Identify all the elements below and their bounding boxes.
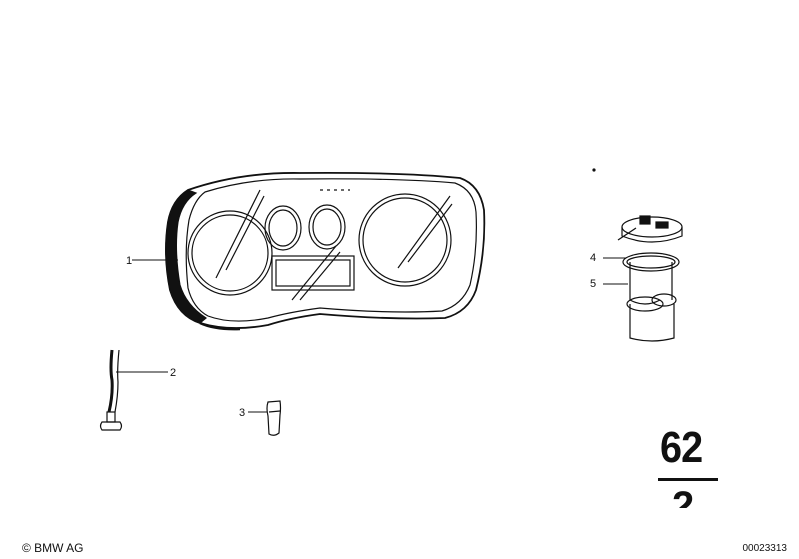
document-number: 00023313 [742, 543, 788, 554]
group-number: 62 [660, 423, 703, 472]
instrument-cluster-part [132, 171, 486, 331]
callout-1: 1 [126, 255, 133, 267]
callout-3: 3 [239, 407, 246, 419]
bulb-holder-part [603, 215, 683, 272]
group-divider [658, 478, 718, 481]
bulb-part [603, 262, 677, 342]
speck-mark [592, 168, 596, 172]
callout-5: 5 [590, 278, 597, 290]
callout-2: 2 [170, 367, 177, 379]
cable-part [99, 349, 168, 431]
copyright-notice: © BMW AG [22, 541, 84, 555]
callout-4: 4 [590, 252, 597, 264]
subgroup-number: 2 [672, 486, 695, 508]
plug-part [248, 400, 282, 436]
